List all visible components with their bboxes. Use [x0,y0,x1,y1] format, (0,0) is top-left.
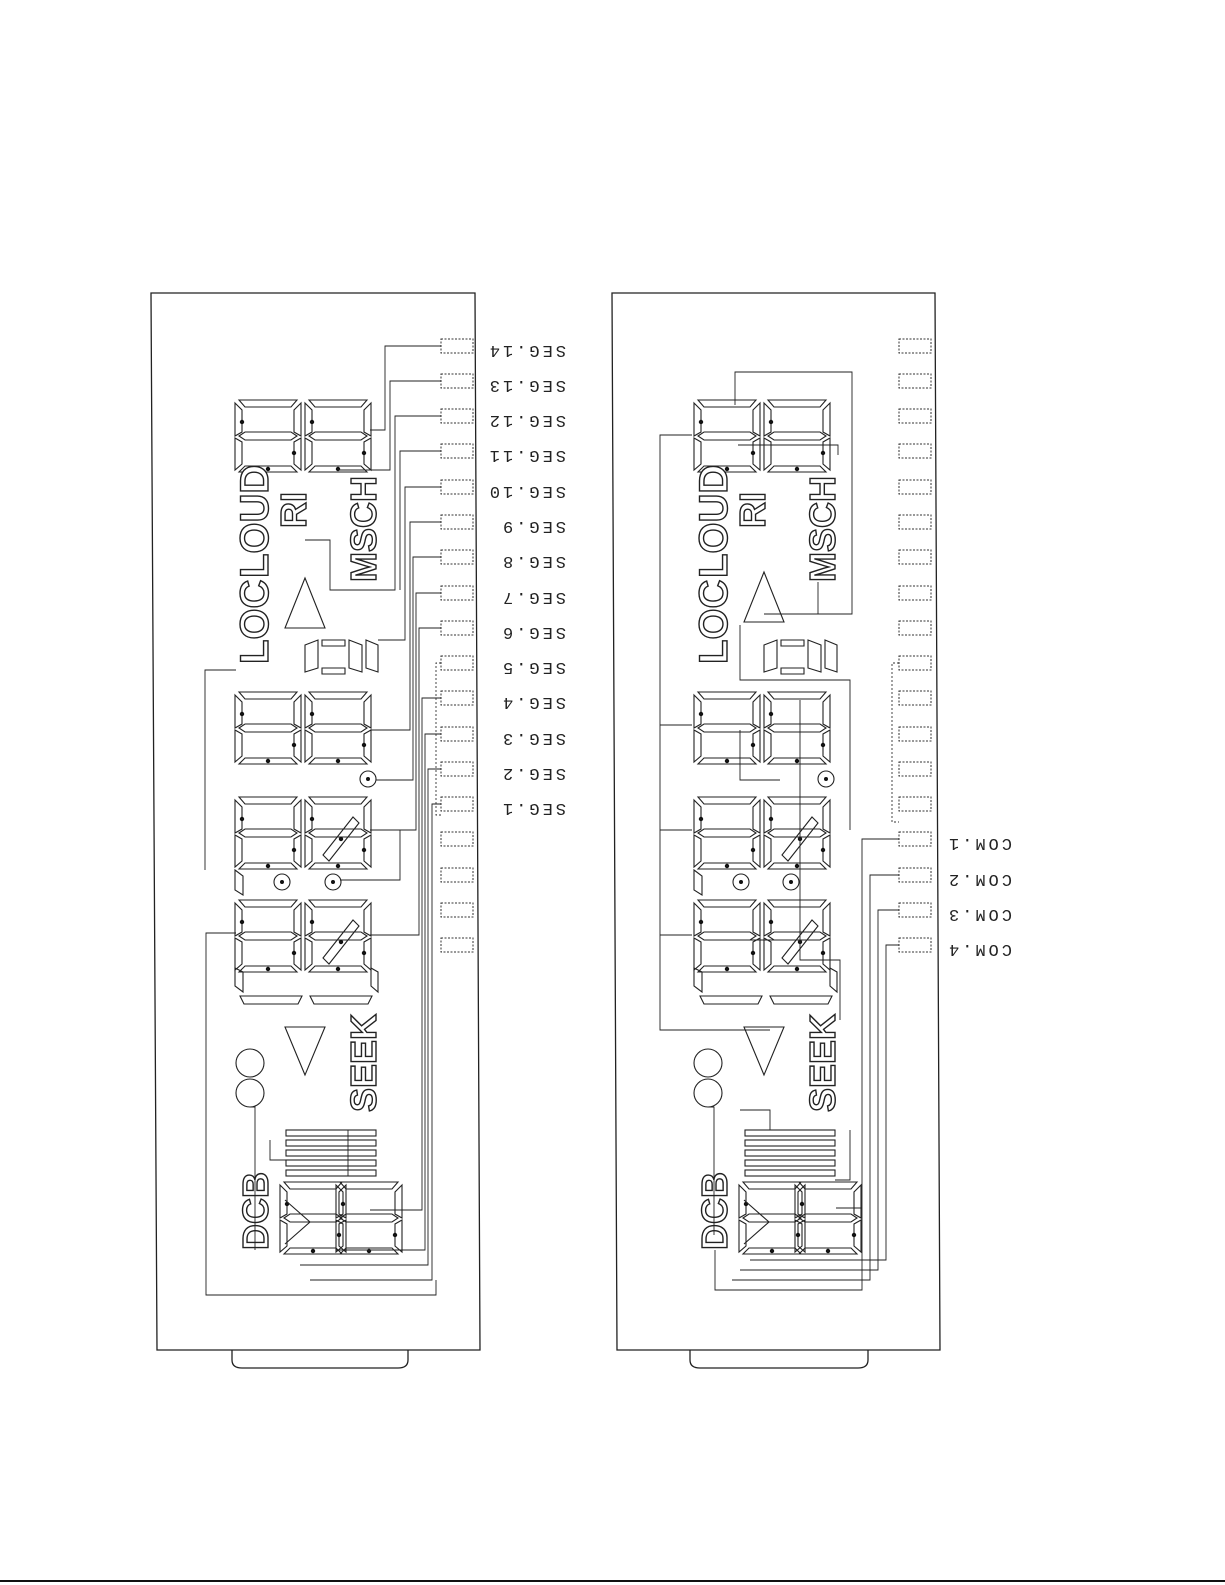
pin-label-seg11: SEG.11 [487,445,566,464]
left-pin-pads [441,339,473,952]
left-digit-group-top [235,400,371,472]
right-digit-group-top [694,400,830,472]
left-word-ri: RI [273,492,314,528]
pin-label-seg13: SEG.13 [487,375,566,394]
left-bar-graph [286,1130,376,1176]
left-word-seek: SEEK [343,1014,384,1112]
left-digit-group-bottom [280,1182,402,1254]
pin-label-seg12: SEG.12 [487,410,566,429]
left-pin-labels: SEG.14 SEG.13 SEG.12 SEG.11 SEG.10 SEG.9… [487,340,566,817]
pin-label-seg5: SEG.5 [500,657,566,676]
right-digit-group-3 [694,797,830,869]
left-digit-group-2 [235,692,371,764]
pin-label-seg8: SEG.8 [500,551,566,570]
right-digit-group-2 [694,692,830,764]
pin-label-seg3: SEG.3 [500,728,566,747]
right-display-panel: LOC LOUD RI MSCH SEEK DCB [612,293,1012,1368]
right-word-seek: SEEK [802,1014,843,1112]
right-word-loud: LOUD [692,465,736,578]
pin-label-seg10: SEG.10 [487,481,566,500]
pin-label-com3: COM.3 [946,904,1012,923]
pin-label-seg7: SEG.7 [500,587,566,606]
pin-label-com4: COM.4 [946,939,1012,958]
right-word-dcb: DCB [694,1172,735,1250]
pin-label-seg4: SEG.4 [500,692,566,711]
right-pin-labels: COM.1 COM.2 COM.3 COM.4 [946,833,1012,958]
right-word-ri: RI [732,492,773,528]
right-bar-graph [745,1130,835,1176]
pin-label-seg9: SEG.9 [500,516,566,535]
right-digit-group-4 [694,900,830,972]
right-word-loc: LOC [692,580,736,664]
left-word-loc: LOC [233,580,277,664]
left-word-dcb: DCB [235,1172,276,1250]
left-word-msch: MSCH [343,476,384,582]
left-display-panel: LOC LOUD RI MSCH SEEK DCB [151,293,566,1368]
pin-label-seg1: SEG.1 [500,798,566,817]
left-digit-group-3 [235,797,371,869]
pin-label-seg6: SEG.6 [500,622,566,641]
pin-label-com2: COM.2 [946,869,1012,888]
right-pin-pads [899,339,931,952]
pin-label-seg14: SEG.14 [487,340,566,359]
left-digit-group-4 [235,900,371,972]
right-word-msch: MSCH [802,476,843,582]
pin-label-seg2: SEG.2 [500,763,566,782]
left-word-loud: LOUD [233,465,277,578]
right-digit-group-bottom [739,1182,861,1254]
pin-label-com1: COM.1 [946,833,1012,852]
